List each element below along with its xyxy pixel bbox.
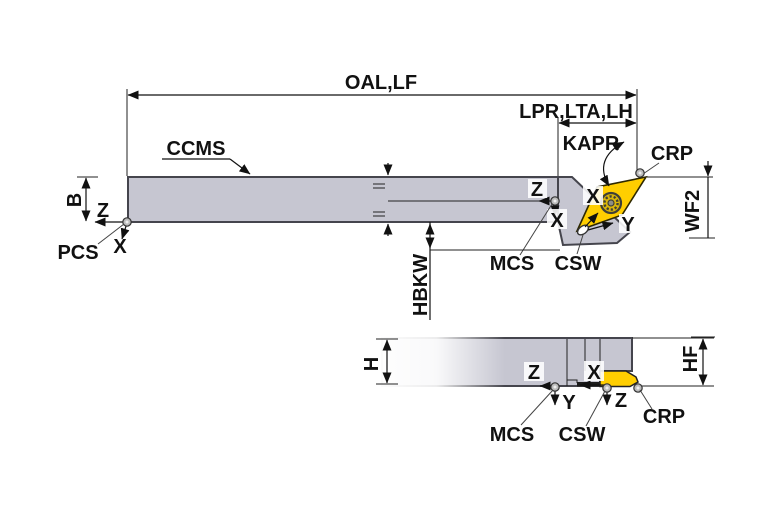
dim-b-label: B — [64, 193, 86, 207]
csw-label-bottom: CSW — [559, 424, 606, 446]
csw-axis-x-label-top: X — [586, 186, 600, 208]
dim-hbkw-label: HBKW — [410, 254, 432, 316]
crp-label-top: CRP — [651, 143, 693, 165]
dim-oal: OAL,LF — [127, 72, 637, 100]
crp-label-bottom: CRP — [643, 406, 685, 428]
dim-lpr-label: LPR,LTA,LH — [519, 101, 633, 123]
pcs-label: PCS — [57, 242, 98, 264]
mcs-group-bottom: Z Y MCS — [490, 362, 576, 446]
mcs-axis-z-label-top: Z — [531, 179, 543, 201]
csw-origin-marker — [576, 224, 590, 236]
centerline-group — [373, 163, 553, 236]
mcs-group-top: Z X MCS — [490, 179, 567, 275]
pcs-axis-z-label: Z — [97, 200, 109, 222]
crp-callout-top: CRP — [635, 143, 693, 178]
pocket-step — [566, 379, 578, 386]
ccms-label: CCMS — [167, 138, 226, 160]
pcs-axis-x-label: X — [113, 236, 127, 258]
cutting-insert-front — [599, 370, 639, 388]
csw-axis-x-label-bottom: X — [587, 362, 601, 384]
csw-group-top: X Y CSW — [555, 186, 638, 275]
dim-lpr: LPR,LTA,LH — [519, 101, 637, 128]
pcs-group: Z X PCS — [57, 200, 132, 264]
mcs-label-bottom: MCS — [490, 424, 534, 446]
dim-hbkw: HBKW — [410, 222, 560, 320]
mcs-axis-y-label-bottom: Y — [562, 392, 576, 414]
csw-axis-y-label-top: Y — [621, 214, 635, 236]
kapr-callout: KAPR — [563, 133, 625, 187]
dim-wf2: WF2 — [682, 161, 713, 238]
top-view: OAL,LF LPR,LTA,LH CCMS KAPR CRP — [57, 72, 715, 320]
kapr-angle-arc — [599, 141, 625, 187]
dim-hf: HF — [680, 336, 715, 386]
csw-axis-z-label-bottom: Z — [615, 390, 627, 412]
csw-group-bottom: X Z CSW — [559, 361, 627, 446]
mcs-axis-x-label-top: X — [550, 210, 564, 232]
shank-body — [127, 176, 559, 223]
dim-h: H — [361, 338, 398, 385]
csw-label-top: CSW — [555, 253, 602, 275]
mcs-label-top: MCS — [490, 253, 534, 275]
dim-hf-label: HF — [680, 346, 702, 373]
crp-callout-bottom: CRP — [633, 383, 685, 428]
dim-b: B — [64, 176, 98, 222]
ccms-callout: CCMS — [162, 138, 251, 175]
body-fade — [368, 333, 505, 390]
dim-oal-label: OAL,LF — [345, 72, 417, 94]
mcs-axis-z-label-bottom: Z — [528, 362, 540, 384]
dim-wf2-label: WF2 — [682, 190, 704, 232]
insert-screw-icon — [599, 191, 623, 215]
bottom-view: H HF Z Y MCS X Z — [361, 333, 715, 446]
dim-h-label: H — [361, 357, 383, 371]
